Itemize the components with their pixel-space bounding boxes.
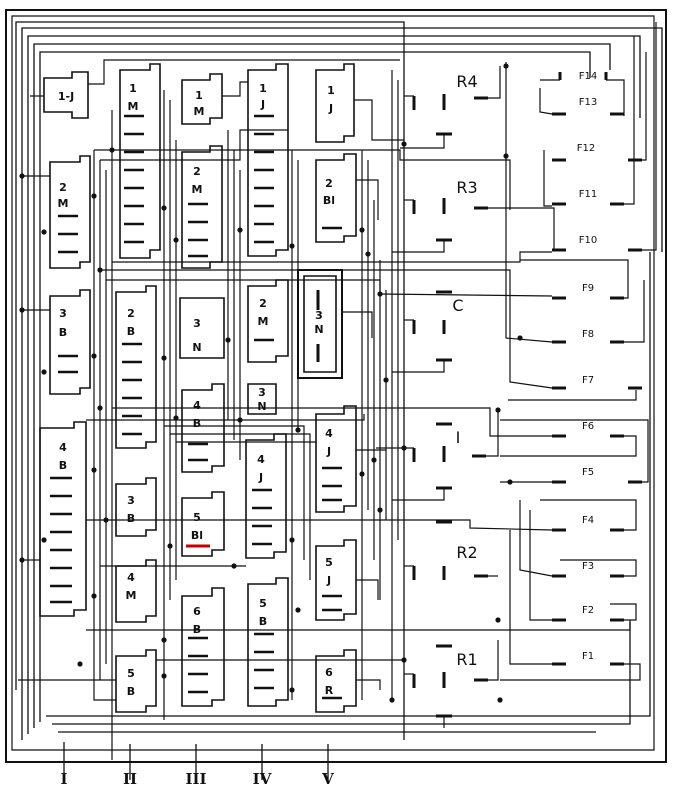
connector-5Ba-num: 5: [259, 597, 267, 610]
connector-2Ma-num: 2: [59, 181, 67, 194]
connector-6R-letter: R: [324, 684, 334, 697]
connector-3Na-letter: N: [192, 341, 202, 354]
connector-3Bb-letter: B: [126, 512, 136, 525]
connector-1Mb-letter: M: [193, 105, 205, 118]
fuse-label-f7: F7: [581, 375, 595, 386]
connector-1Ja-num: 1: [259, 82, 267, 95]
connector-6B-num: 6: [193, 605, 201, 618]
connector-1M-letter: M: [127, 100, 139, 113]
connector-1Mb-num: 1: [195, 89, 203, 102]
connector-1Jb-num: 1: [327, 84, 335, 97]
connector-pins: [50, 116, 342, 698]
connector-4Ba-num: 4: [59, 441, 67, 454]
connector-2Bl-letter: Bl: [322, 194, 336, 207]
fuse-label-f11: F11: [578, 189, 598, 200]
fuse-label-f10: F10: [578, 235, 598, 246]
fuse-label-f1: F1: [581, 651, 595, 662]
connector-5Ba-letter: B: [258, 615, 268, 628]
connector-5Bl-letter: Bl: [190, 529, 204, 542]
connector-5J-letter: J: [326, 574, 332, 587]
connector-1M-num: 1: [129, 82, 137, 95]
junctions: [19, 63, 523, 703]
fuse-label-f13: F13: [578, 97, 598, 108]
connector-2Bl-num: 2: [325, 177, 333, 190]
connector-4Ja-num: 4: [325, 427, 333, 440]
outer-frame: [6, 10, 666, 762]
relay-label-r4: R4: [456, 72, 478, 91]
connector-3Nb-letter: N: [314, 323, 324, 336]
connector-5Bb-letter: B: [126, 685, 136, 698]
harness-marker-2: II: [122, 770, 138, 788]
relay-label-r1: R1: [456, 650, 478, 669]
relay-label-i: I: [455, 428, 461, 447]
connector-4Ba-letter: B: [58, 459, 68, 472]
connector-4Jb-num: 4: [257, 453, 265, 466]
connector-2Mc-num: 2: [259, 297, 267, 310]
wires: [18, 22, 656, 760]
connector-2Mb-num: 2: [193, 165, 201, 178]
harness-marker-4: IV: [252, 770, 272, 788]
connector-6R-num: 6: [325, 666, 333, 679]
fuse-label-f6: F6: [581, 421, 595, 432]
harness-marker-1: I: [60, 770, 68, 788]
connector-3Nc-num: 3: [258, 386, 266, 399]
relay-label-r2: R2: [456, 543, 478, 562]
connector-4Bb-num: 4: [193, 399, 201, 412]
inner-frame: [12, 16, 654, 750]
connector-4M-num: 4: [127, 571, 135, 584]
harness-marker-3: III: [185, 770, 207, 788]
connector-3Ba-letter: B: [58, 326, 68, 339]
connector-3Nb-num: 3: [315, 309, 323, 322]
connector-3Na-num: 3: [193, 317, 201, 330]
connector-2Mc-letter: M: [257, 315, 269, 328]
relay-label-c: C: [452, 296, 464, 315]
fuse-label-f9: F9: [581, 283, 595, 294]
connector-6B-letter: B: [192, 623, 202, 636]
connector-4Jb-letter: J: [258, 471, 264, 484]
fuse-label-f4: F4: [581, 515, 595, 526]
connector-3Nc-letter: N: [257, 400, 267, 413]
fuse-label-f14: F14: [578, 71, 598, 82]
connector-2Ba-num: 2: [127, 307, 135, 320]
fuse-terminals: [552, 72, 642, 664]
connector-5Bb-num: 5: [127, 667, 135, 680]
connector-1J-num: 1-J: [57, 90, 75, 103]
connector-2Ma-letter: M: [57, 197, 69, 210]
relay-label-r3: R3: [456, 178, 478, 197]
fuse-label-f8: F8: [581, 329, 595, 340]
fuse-label-f12: F12: [576, 143, 596, 154]
connector-5Bl-num: 5: [193, 511, 201, 524]
connector-3Bb-num: 3: [127, 494, 135, 507]
connector-5J-num: 5: [325, 556, 333, 569]
relay-sockets: [318, 94, 488, 716]
connector-2Ba-letter: B: [126, 325, 136, 338]
harness-marker-5: V: [322, 770, 334, 788]
connector-2Mb-letter: M: [191, 183, 203, 196]
fuse-label-f2: F2: [581, 605, 595, 616]
perimeter-wires: [16, 22, 662, 780]
connector-4Bb-letter: B: [192, 417, 202, 430]
connector-4M-letter: M: [125, 589, 137, 602]
connector-1Ja-letter: J: [260, 98, 266, 111]
connector-3Ba-num: 3: [59, 307, 67, 320]
connector-1Jb-letter: J: [328, 102, 334, 115]
connector-4Ja-letter: J: [326, 445, 332, 458]
fuse-label-f3: F3: [581, 561, 595, 572]
fuse-label-f5: F5: [581, 467, 595, 478]
